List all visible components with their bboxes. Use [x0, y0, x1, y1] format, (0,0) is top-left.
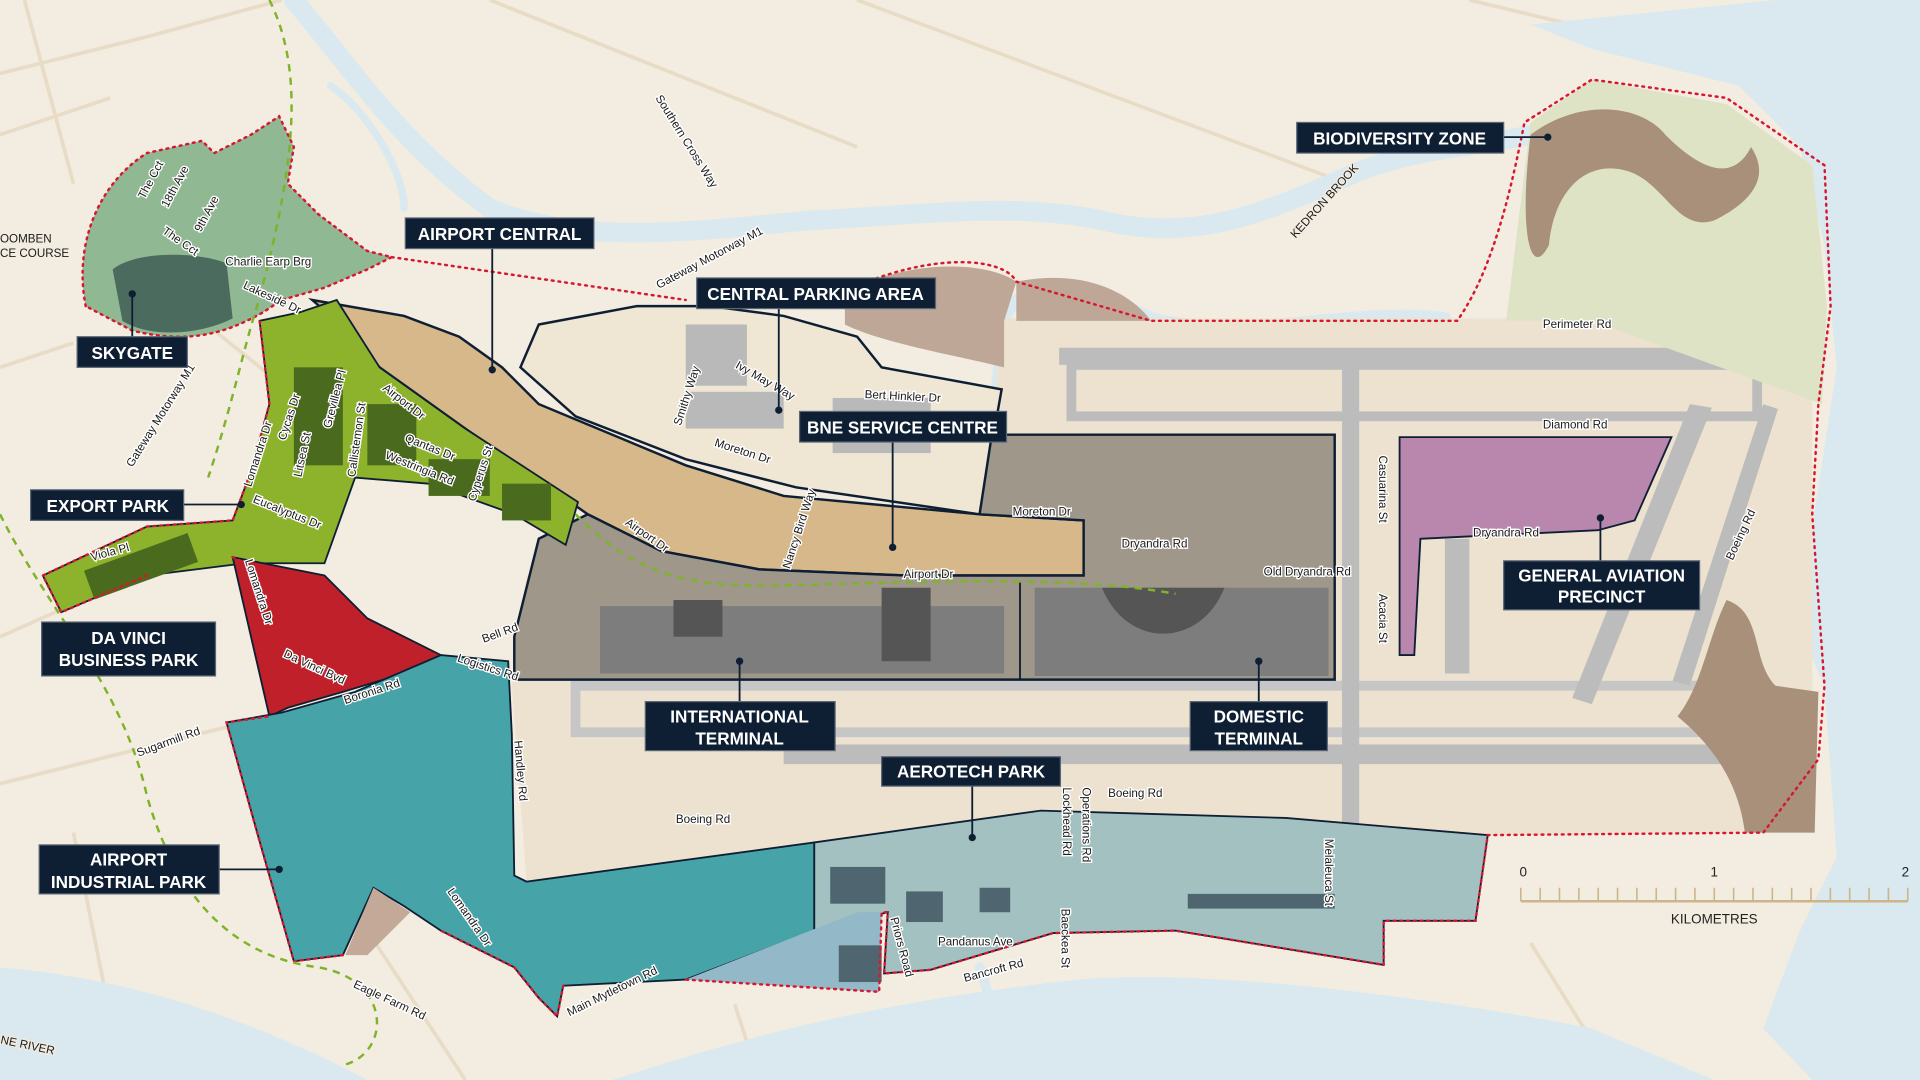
callout-skygate[interactable]: SKYGATE: [76, 290, 188, 368]
scale-label-0: 0: [1520, 865, 1527, 880]
callout-label: AIRPORT: [90, 850, 168, 870]
callout-airport-central[interactable]: AIRPORT CENTRAL: [404, 217, 595, 374]
road-label: Baeckea St: [1059, 909, 1072, 969]
road-label: Dryandra Rd: [1122, 537, 1188, 550]
road-label: Airport Dr: [904, 568, 954, 581]
callout-label: CENTRAL PARKING AREA: [707, 284, 924, 304]
road-label: Moreton Dr: [1013, 506, 1071, 519]
scale-label-1: 1: [1711, 865, 1718, 880]
callout-label: BNE SERVICE CENTRE: [807, 417, 998, 437]
runways-taxiways: [570, 347, 1782, 833]
place-doomben: OOMBEN: [0, 232, 52, 245]
callout-domestic-terminal[interactable]: DOMESTIC TERMINAL: [1189, 657, 1328, 752]
road-label: Melaleuca St: [1322, 839, 1335, 907]
callout-label: BIODIVERSITY ZONE: [1313, 128, 1486, 148]
callout-biodiversity-zone[interactable]: BIODIVERSITY ZONE: [1296, 121, 1552, 154]
road-label: Bert Hinkler Dr: [864, 388, 941, 405]
road-label: Lockhead Rd: [1060, 787, 1073, 856]
callout-general-aviation-precinct[interactable]: GENERAL AVIATION PRECINCT: [1503, 514, 1701, 611]
callout-export-park[interactable]: EXPORT PARK: [29, 489, 245, 522]
road-label: Boeing Rd: [676, 813, 730, 826]
aerotech-buildings: [830, 866, 1335, 983]
callout-airport-industrial-park[interactable]: AIRPORT INDUSTRIAL PARK: [38, 844, 283, 895]
callout-bne-service-centre[interactable]: BNE SERVICE CENTRE: [798, 410, 1008, 552]
road-label: Diamond Rd: [1543, 419, 1608, 432]
callout-label: DA VINCI: [91, 628, 166, 648]
callout-label: TERMINAL: [1215, 728, 1303, 748]
callout-aerotech-park[interactable]: AEROTECH PARK: [881, 756, 1062, 842]
export-park-buildings: [84, 367, 552, 600]
road-label: Casuarina St: [1376, 456, 1389, 524]
road-label: Perimeter Rd: [1543, 318, 1611, 331]
place-race-course: CE COURSE: [0, 247, 69, 260]
road-label: Dryandra Rd: [1473, 526, 1539, 539]
callout-central-parking-area[interactable]: CENTRAL PARKING AREA: [696, 277, 937, 414]
callout-label: AIRPORT CENTRAL: [418, 224, 582, 244]
road-label: Operations Rd: [1079, 787, 1092, 862]
callout-label: AEROTECH PARK: [897, 762, 1046, 782]
wetland-east: [1677, 600, 1819, 833]
zone-airport-industrial-park: [225, 654, 816, 1019]
industrial-wetland: [345, 887, 411, 956]
callout-label: INDUSTRIAL PARK: [51, 872, 207, 892]
callout-label: EXPORT PARK: [47, 496, 170, 516]
scale-ticks: [1520, 887, 1909, 903]
callout-label: GENERAL AVIATION: [1518, 566, 1685, 586]
zone-aerotech-south: [685, 912, 882, 992]
callout-label: TERMINAL: [695, 728, 783, 748]
zone-general-aviation: [1398, 436, 1673, 657]
callout-label: BUSINESS PARK: [59, 650, 199, 670]
scale-unit: KILOMETRES: [1671, 911, 1758, 926]
callout-international-terminal[interactable]: INTERNATIONAL TERMINAL: [644, 657, 836, 752]
terminal-aprons: [600, 587, 1329, 676]
road-label: Acacia St: [1376, 594, 1389, 644]
road-label: Charlie Earp Brg: [225, 256, 311, 269]
wetland-biodiversity: [1525, 109, 1760, 258]
road-label: Old Dryandra Rd: [1264, 566, 1351, 579]
airport-boundary: [41, 78, 1832, 1019]
scale-label-2: 2: [1902, 865, 1909, 880]
road-label: Pandanus Ave: [938, 935, 1013, 948]
road-label: Boeing Rd: [1108, 787, 1162, 800]
callout-label: INTERNATIONAL: [670, 706, 809, 726]
scale-bar: 0 1 2 KILOMETRES: [1520, 865, 1910, 927]
skygate-lake: [112, 254, 233, 333]
callout-label: SKYGATE: [91, 343, 173, 363]
callout-label: PRECINCT: [1558, 586, 1646, 606]
callout-label: DOMESTIC: [1214, 706, 1304, 726]
callout-da-vinci-business-park[interactable]: DA VINCI BUSINESS PARK: [41, 621, 217, 677]
